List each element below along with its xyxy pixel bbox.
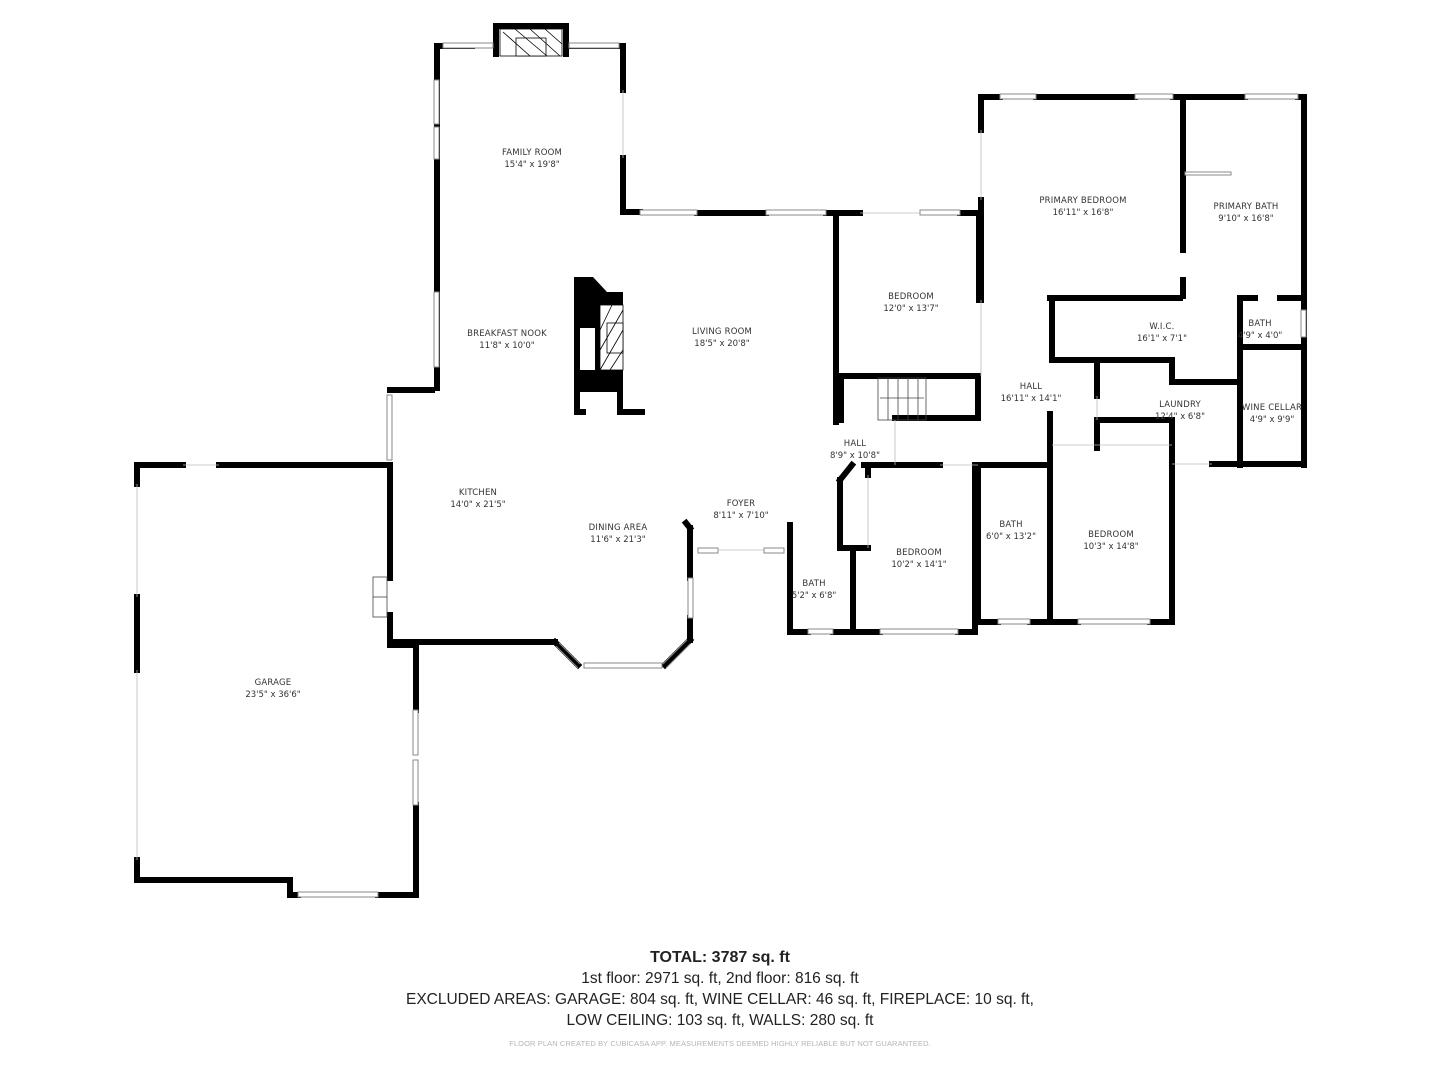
room-bath: BATH 6'0" x 13'2": [986, 519, 1036, 543]
excluded-areas-line-1: EXCLUDED AREAS: GARAGE: 804 sq. ft, WINE…: [406, 991, 1034, 1008]
room-bath: BATH 4'9" x 4'0": [1238, 318, 1283, 342]
room-name: BATH: [1248, 319, 1272, 329]
room-foyer: FOYER 8'11" x 7'10": [713, 498, 768, 522]
room-wic: W.I.C. 16'1" x 7'1": [1137, 321, 1187, 345]
disclaimer: FLOOR PLAN CREATED BY CUBICASA APP. MEAS…: [509, 1039, 931, 1048]
room-dims: 12'4" x 6'8": [1155, 412, 1205, 422]
room-bedroom: BEDROOM 10'3" x 14'8": [1083, 529, 1138, 553]
room-primary-bath: PRIMARY BATH 9'10" x 16'8": [1214, 201, 1279, 225]
excluded-areas-line-2: LOW CEILING: 103 sq. ft, WALLS: 280 sq. …: [566, 1012, 874, 1029]
room-name: FAMILY ROOM: [501, 148, 563, 158]
room-name: LAUNDRY: [1159, 400, 1201, 410]
room-family-room: FAMILY ROOM 15'4" x 19'8": [502, 147, 562, 171]
room-dims: 16'11" x 14'1": [1000, 394, 1062, 404]
room-dims: 15'4" x 19'8": [504, 160, 560, 170]
room-name: GARAGE: [254, 678, 292, 688]
room-dims: 4'9" x 4'0": [1237, 331, 1283, 341]
room-bedroom: BEDROOM 10'2" x 14'1": [891, 547, 946, 571]
room-name: BEDROOM: [888, 292, 934, 302]
room-name: HALL: [843, 439, 867, 449]
room-name: BEDROOM: [896, 548, 942, 558]
room-primary-bedroom: PRIMARY BEDROOM 16'11" x 16'8": [1039, 195, 1126, 219]
room-name: BEDROOM: [1088, 530, 1134, 540]
floor-plan-walls: [134, 23, 1307, 898]
room-laundry: LAUNDRY 12'4" x 6'8": [1155, 399, 1205, 423]
room-dining-area: DINING AREA 11'6" x 21'3": [589, 522, 648, 546]
room-dims: 4'9" x 9'9": [1249, 415, 1295, 425]
room-dims: 10'3" x 14'8": [1083, 542, 1139, 552]
room-wine-cellar: WINE CELLAR 4'9" x 9'9": [1242, 402, 1302, 426]
room-garage: GARAGE 23'5" x 36'6": [245, 677, 300, 701]
room-name: PRIMARY BEDROOM: [1039, 196, 1127, 206]
room-dims: 12'0" x 13'7": [883, 304, 939, 314]
room-dims: 18'5" x 20'8": [694, 339, 750, 349]
room-name: LIVING ROOM: [691, 327, 753, 337]
room-dims: 14'0" x 21'5": [450, 500, 506, 510]
room-bedroom: BEDROOM 12'0" x 13'7": [883, 291, 938, 315]
floor-plan: FAMILY ROOM 15'4" x 19'8" BREAKFAST NOOK 1…: [134, 23, 1307, 898]
room-name: PRIMARY BATH: [1213, 202, 1279, 212]
room-name: WINE CELLAR: [1241, 403, 1303, 413]
room-dims: 23'5" x 36'6": [245, 690, 301, 700]
room-name: BREAKFAST NOOK: [467, 329, 547, 339]
room-name: HALL: [1019, 382, 1043, 392]
room-name: BATH: [999, 520, 1023, 530]
room-dims: 6'0" x 13'2": [986, 532, 1036, 542]
room-kitchen: KITCHEN 14'0" x 21'5": [450, 487, 505, 511]
room-name: FOYER: [726, 499, 756, 509]
room-dims: 5'2" x 6'8": [791, 591, 837, 601]
room-living-room: LIVING ROOM 18'5" x 20'8": [692, 326, 752, 350]
area-summary: TOTAL: 3787 sq. ft 1st floor: 2971 sq. f…: [0, 948, 1440, 1048]
room-dims: 10'2" x 14'1": [891, 560, 947, 570]
room-breakfast-nook: BREAKFAST NOOK 11'8" x 10'0": [467, 328, 547, 352]
room-dims: 16'1" x 7'1": [1137, 334, 1187, 344]
room-hall: HALL 16'11" x 14'1": [1001, 381, 1062, 405]
room-dims: 9'10" x 16'8": [1218, 214, 1274, 224]
room-bath: BATH 5'2" x 6'8": [792, 578, 837, 602]
room-name: W.I.C.: [1149, 322, 1175, 332]
floor-areas: 1st floor: 2971 sq. ft, 2nd floor: 816 s…: [581, 970, 859, 987]
room-name: DINING AREA: [588, 523, 648, 533]
room-hall: HALL 8'9" x 10'8": [830, 438, 880, 462]
room-dims: 11'8" x 10'0": [479, 341, 535, 351]
room-dims: 8'11" x 7'10": [713, 511, 769, 521]
room-dims: 8'9" x 10'8": [830, 451, 880, 461]
room-dims: 16'11" x 16'8": [1052, 208, 1114, 218]
room-name: KITCHEN: [458, 488, 498, 498]
total-area: TOTAL: 3787 sq. ft: [650, 949, 790, 966]
room-dims: 11'6" x 21'3": [590, 535, 646, 545]
room-name: BATH: [802, 579, 826, 589]
